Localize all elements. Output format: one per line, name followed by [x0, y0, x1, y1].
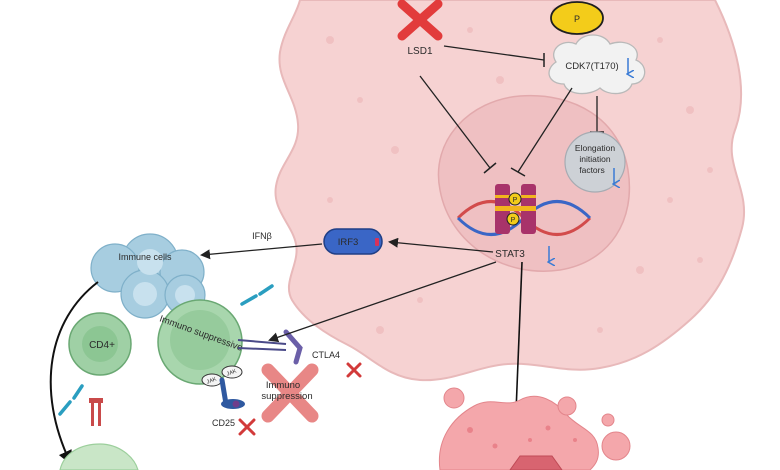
immunosuppressive-cell-nucleus [170, 310, 230, 370]
stat3-phospho-1-label: P [513, 197, 518, 204]
irf3-to-immune-arrow [200, 243, 323, 260]
tumor-cell-cluster [438, 387, 631, 470]
ctla4-receptor [237, 329, 303, 365]
lsd1-inhibition-x-icon [397, 0, 443, 41]
stat3-to-immune-arrow [268, 261, 497, 343]
ifnb-label: IFNβ [252, 231, 272, 241]
irf3-label: IRF3 [338, 237, 359, 248]
inhibition-bar [510, 167, 526, 177]
cdk7-to-stat3-inhibition [517, 87, 573, 173]
jak-label-1: JAK [206, 376, 218, 385]
jak-pair [201, 365, 243, 387]
antibody-receptor-icons [58, 284, 274, 416]
bottom-left-cell-fragment [59, 398, 139, 470]
elongation-label-line3: factors [579, 165, 605, 175]
immuno-suppression-label-line1: Immuno [266, 380, 300, 391]
elongation-label-line2: initiation [579, 154, 610, 164]
cd25-inhibition-x-icon [238, 418, 256, 436]
cd4-cell-nucleus [82, 326, 118, 362]
phospho-p-label: P [574, 14, 580, 24]
tumor-cluster-dots [467, 425, 577, 449]
tumor-cluster-core [509, 455, 563, 470]
cdk7-label: CDK7(T170) [565, 61, 618, 72]
phospho-p-blob [550, 1, 604, 35]
elongation-factors-node [564, 131, 626, 193]
stat3-label: STAT3 [495, 249, 525, 260]
immuno-suppression-label-line2: suppression [261, 391, 312, 402]
ctla4-label: CTLA4 [312, 350, 340, 360]
cd25-label: CD25 [212, 418, 235, 428]
lsd1-to-stat3-inhibition [419, 75, 491, 169]
immune-to-cd4-curve-arrow [49, 281, 99, 465]
immune-cells-label: Immune cells [118, 252, 172, 262]
cd25-receptor [219, 377, 245, 409]
irf3-marker [375, 238, 379, 246]
stat3-to-irf3-arrow [388, 237, 494, 253]
stat3-phospho-1 [508, 192, 522, 206]
ctla4-inhibition-x-icon [346, 362, 362, 378]
jak-label-2: JAK [226, 368, 238, 377]
stat3-phospho-2-label: P [511, 217, 516, 224]
stat3-dimer [495, 184, 536, 234]
stat3-phospho-2 [506, 212, 520, 226]
lsd1-label: LSD1 [407, 46, 432, 57]
cdk7-cloud [548, 34, 646, 95]
elongation-label-line1: Elongation [575, 143, 615, 153]
immunosuppression-x-icon [261, 363, 319, 423]
lsd1-to-cdk7-inhibition [443, 45, 545, 61]
irf3-node [323, 228, 383, 255]
immune-cells-nuclei [133, 249, 195, 306]
inhibition-bar [483, 162, 497, 174]
cd4-label: CD4+ [89, 340, 115, 351]
